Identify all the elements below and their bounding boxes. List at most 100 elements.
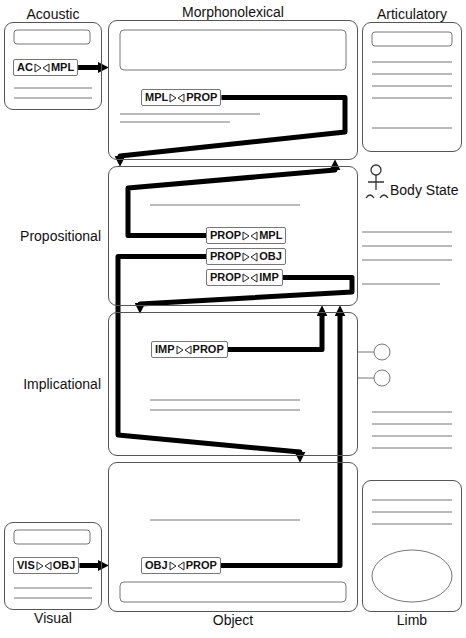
transformation-process: AC MPL [13, 59, 78, 76]
memory-line [372, 86, 452, 87]
code-name: MPL [259, 229, 282, 242]
image-record [120, 582, 346, 602]
subsystem-name: Morphonolexical [89, 4, 377, 21]
transformation-process: OBJPROP [141, 557, 221, 574]
information-flow [221, 314, 340, 566]
bowtie-symbol [37, 562, 51, 570]
subsystem-box: Limb [362, 480, 462, 612]
memory-line [14, 88, 92, 89]
effector-bulb [374, 344, 390, 360]
bowtie-symbol [35, 64, 49, 72]
code-name: IMP [155, 343, 175, 356]
memory-line [14, 598, 92, 599]
head-icon [371, 165, 381, 175]
subsystem-name: Acoustic [0, 6, 121, 23]
image-record [120, 30, 346, 70]
transformation-process: VIS OBJ [13, 557, 79, 574]
memory-line [372, 512, 452, 513]
memory-line [372, 128, 452, 129]
subsystem-box: VisualVISOBJ [4, 522, 102, 610]
code-name: MPL [145, 91, 168, 104]
bowtie-symbol [176, 345, 192, 355]
hands-icon [366, 195, 388, 198]
memory-lines [14, 30, 452, 602]
bowtie-symbol [170, 562, 184, 570]
bowtie-symbol [242, 231, 258, 241]
bowtie-symbol [243, 253, 257, 261]
code-name: PROP [193, 343, 224, 356]
subsystem-box: MorphonolexicalMPLPROP [108, 20, 358, 160]
body-state-label: Body State [390, 182, 459, 199]
memory-line [372, 524, 452, 525]
memory-line [372, 448, 452, 449]
code-name: OBJ [145, 559, 168, 572]
torso-icon [368, 175, 384, 190]
information-flow [79, 563, 100, 568]
code-name: OBJ [53, 559, 76, 572]
memory-line [14, 98, 92, 99]
effector-stem [358, 352, 374, 353]
memory-line [120, 122, 230, 123]
output-stub [362, 232, 452, 233]
subsystem-box: Articulatory [362, 22, 462, 152]
information-flow [118, 257, 300, 455]
subsystem-name: Articulatory [343, 6, 466, 23]
subsystem-name: Object [89, 612, 377, 629]
information-flow [128, 168, 335, 236]
code-name: PROP [210, 250, 241, 263]
limb-image [372, 550, 452, 602]
transformation-process: PROP OBJ [206, 248, 286, 265]
transformation-process: PROP IMP [206, 269, 283, 286]
memory-line [372, 62, 452, 63]
subsystem-box: ImplicationalIMPPROP [108, 312, 358, 456]
bowtie-symbol [243, 232, 257, 240]
transformation-process: IMP PROP [151, 341, 228, 358]
bowtie-symbol [169, 561, 185, 571]
memory-line [372, 74, 452, 75]
body-state-icon [366, 165, 388, 198]
memory-line [14, 588, 92, 589]
information-flow [228, 314, 322, 350]
subsystem-name: Visual [0, 610, 121, 627]
memory-line [372, 98, 452, 99]
code-name: OBJ [259, 250, 282, 263]
bowtie-symbol [34, 63, 50, 73]
subsystem-box: ObjectOBJPROP [108, 462, 358, 612]
transformation-process: PROP MPL [206, 227, 286, 244]
subsystem-box: PropositionalPROPMPLPROPOBJPROPIMP [108, 166, 358, 306]
code-name: PROP [210, 229, 241, 242]
memory-line [372, 436, 452, 437]
code-name: IMP [259, 271, 279, 284]
bowtie-symbol [177, 346, 191, 354]
subsystem-box: AcousticACMPL [4, 22, 102, 110]
subsystem-name: Propositional [20, 228, 101, 245]
memory-line [372, 500, 452, 501]
output-stub [362, 260, 452, 261]
memory-line [150, 410, 300, 411]
output-stub [362, 246, 452, 247]
bowtie-symbol [170, 94, 184, 102]
subsystem-name: Implicational [23, 376, 101, 393]
image-record [14, 30, 90, 44]
effector-bulb [374, 370, 390, 386]
image-record [372, 32, 452, 46]
code-name: VIS [17, 559, 35, 572]
bowtie-symbol [169, 93, 185, 103]
information-flow [78, 65, 100, 70]
effector-stem [358, 378, 374, 379]
subsystem-name: Limb [343, 612, 466, 629]
bowtie-symbol [243, 274, 257, 282]
code-name: PROP [210, 271, 241, 284]
code-name: MPL [51, 61, 74, 74]
code-name: AC [17, 61, 33, 74]
image-record [14, 530, 90, 544]
memory-line [150, 205, 300, 206]
memory-line [120, 114, 260, 115]
transformation-process: MPL PROP [141, 89, 221, 106]
code-name: PROP [186, 91, 217, 104]
bowtie-symbol [36, 561, 52, 571]
information-flow [120, 98, 345, 159]
memory-line [150, 400, 300, 401]
